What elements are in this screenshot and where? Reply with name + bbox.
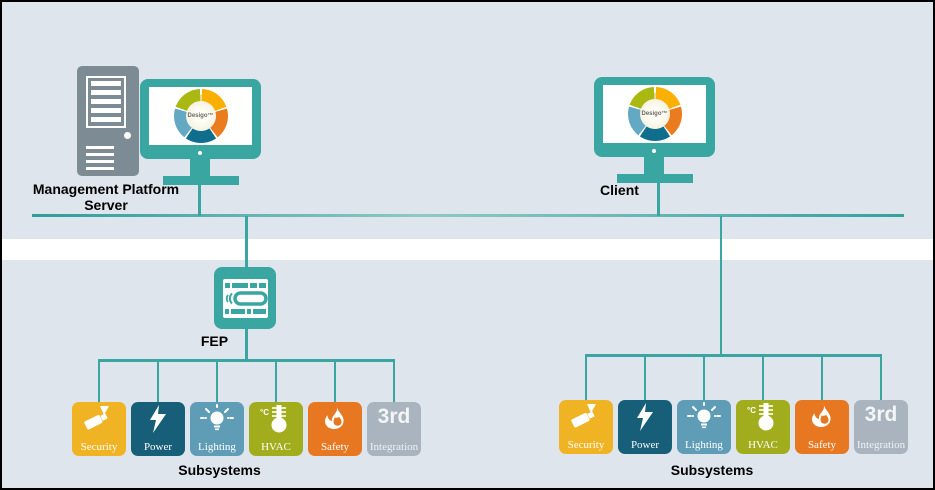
cctv-camera-icon (559, 402, 613, 430)
fep-device (214, 267, 276, 329)
connector-tree-to-tile (215, 359, 219, 404)
lightning-bolt-icon (131, 404, 185, 434)
subsystem-tile-power: Power (618, 400, 672, 454)
fep-device-icon (222, 278, 268, 318)
lightning-bolt-icon (618, 402, 672, 432)
right-subsystems-title: Subsystems (670, 462, 754, 478)
subsystem-tile-lighting: Lighting (677, 400, 731, 454)
server-monitor-screen: Desigo™ (149, 87, 252, 145)
desigo-brand-text: Desigo™ (639, 99, 670, 129)
desigo-wheel-icon: Desigo™ (627, 87, 682, 141)
connector-tree-to-tile (274, 359, 278, 404)
connector-tree-to-tile (643, 354, 647, 402)
highlight-band (2, 239, 933, 260)
light-bulb-icon (677, 402, 731, 432)
monitor-stand-neck (644, 157, 664, 174)
subsystem-tile-hvac: °C HVAC (249, 402, 303, 456)
subsystem-tile-label: Power (143, 441, 173, 453)
subsystem-tile-label: Security (80, 441, 118, 453)
subsystem-tile-safety: Safety (795, 400, 849, 454)
connector-tree-to-tile (392, 359, 396, 404)
connector-bus-to-fep (245, 216, 248, 267)
subsystem-tile-label: Power (630, 439, 660, 451)
third-party-big-text: 3rd (377, 405, 411, 428)
desigo-wheel-icon: Desigo™ (173, 89, 228, 143)
left-subsystems-title: Subsystems (178, 462, 261, 478)
server-label: Management Platform Server (32, 181, 180, 213)
connector-client-to-bus (657, 183, 660, 216)
server-tower-vents (86, 146, 114, 170)
connector-fep-to-tree (245, 329, 248, 360)
cctv-camera-icon (72, 404, 126, 432)
connector-tree-to-tile (156, 359, 160, 404)
right-subsystem-tree-line (585, 354, 882, 357)
server-monitor-frame: Desigo™ (140, 79, 261, 159)
svg-text:°C: °C (747, 406, 756, 415)
monitor-stand-base (163, 176, 239, 185)
thermo-flask-icon: °C (249, 404, 303, 434)
monitor-stand-base (617, 174, 693, 183)
subsystem-tile-label: HVAC (261, 441, 291, 453)
client-monitor: Desigo™ (594, 77, 715, 183)
third-party-big-text: 3rd (864, 403, 898, 426)
connector-tree-to-tile (333, 359, 337, 404)
subsystem-tile-label: Security (567, 439, 605, 451)
connector-tree-to-tile (584, 354, 588, 402)
subsystem-tile-label: HVAC (748, 439, 778, 451)
subsystem-tile-security: Security (559, 400, 613, 454)
subsystem-tile-label: Integration (856, 439, 906, 451)
fep-label: FEP (200, 333, 229, 349)
left-subsystem-tree-line (98, 359, 395, 362)
client-monitor-frame: Desigo™ (594, 77, 715, 157)
monitor-power-dot-icon (198, 151, 202, 155)
flame-icon (308, 404, 362, 434)
subsystem-tile-label: Safety (320, 441, 350, 453)
connector-bus-to-right-tree (719, 216, 722, 355)
server-tower-vent-panel (86, 76, 126, 128)
subsystem-tile-security: Security (72, 402, 126, 456)
subsystem-tile-lighting: Lighting (190, 402, 244, 456)
thermo-flask-icon: °C (736, 402, 790, 432)
subsystem-tile-label: Lighting (198, 441, 236, 453)
light-bulb-icon (190, 404, 244, 434)
subsystem-tile-label: Lighting (685, 439, 723, 451)
connector-tree-to-tile (820, 354, 824, 402)
subsystem-tile-label: Safety (807, 439, 837, 451)
subsystem-tile-hvac: °C HVAC (736, 400, 790, 454)
svg-text:°C: °C (260, 408, 269, 417)
monitor-stand-neck (190, 159, 210, 176)
server-tower (77, 66, 139, 176)
monitor-power-dot-icon (652, 149, 656, 153)
client-monitor-screen: Desigo™ (603, 85, 706, 143)
flame-icon (795, 402, 849, 432)
subsystem-tile-safety: Safety (308, 402, 362, 456)
subsystem-tile-power: Power (131, 402, 185, 456)
network-bus-line (32, 214, 904, 217)
connector-server-to-bus (198, 185, 201, 216)
connector-tree-to-tile (97, 359, 101, 404)
client-label: Client (600, 182, 639, 198)
subsystem-tile-label: Integration (369, 441, 419, 453)
server-monitor: Desigo™ (140, 79, 261, 185)
server-power-button-icon (124, 132, 131, 139)
desigo-brand-text: Desigo™ (185, 101, 216, 131)
connector-tree-to-tile (879, 354, 883, 402)
connector-tree-to-tile (702, 354, 706, 402)
connector-tree-to-tile (761, 354, 765, 402)
